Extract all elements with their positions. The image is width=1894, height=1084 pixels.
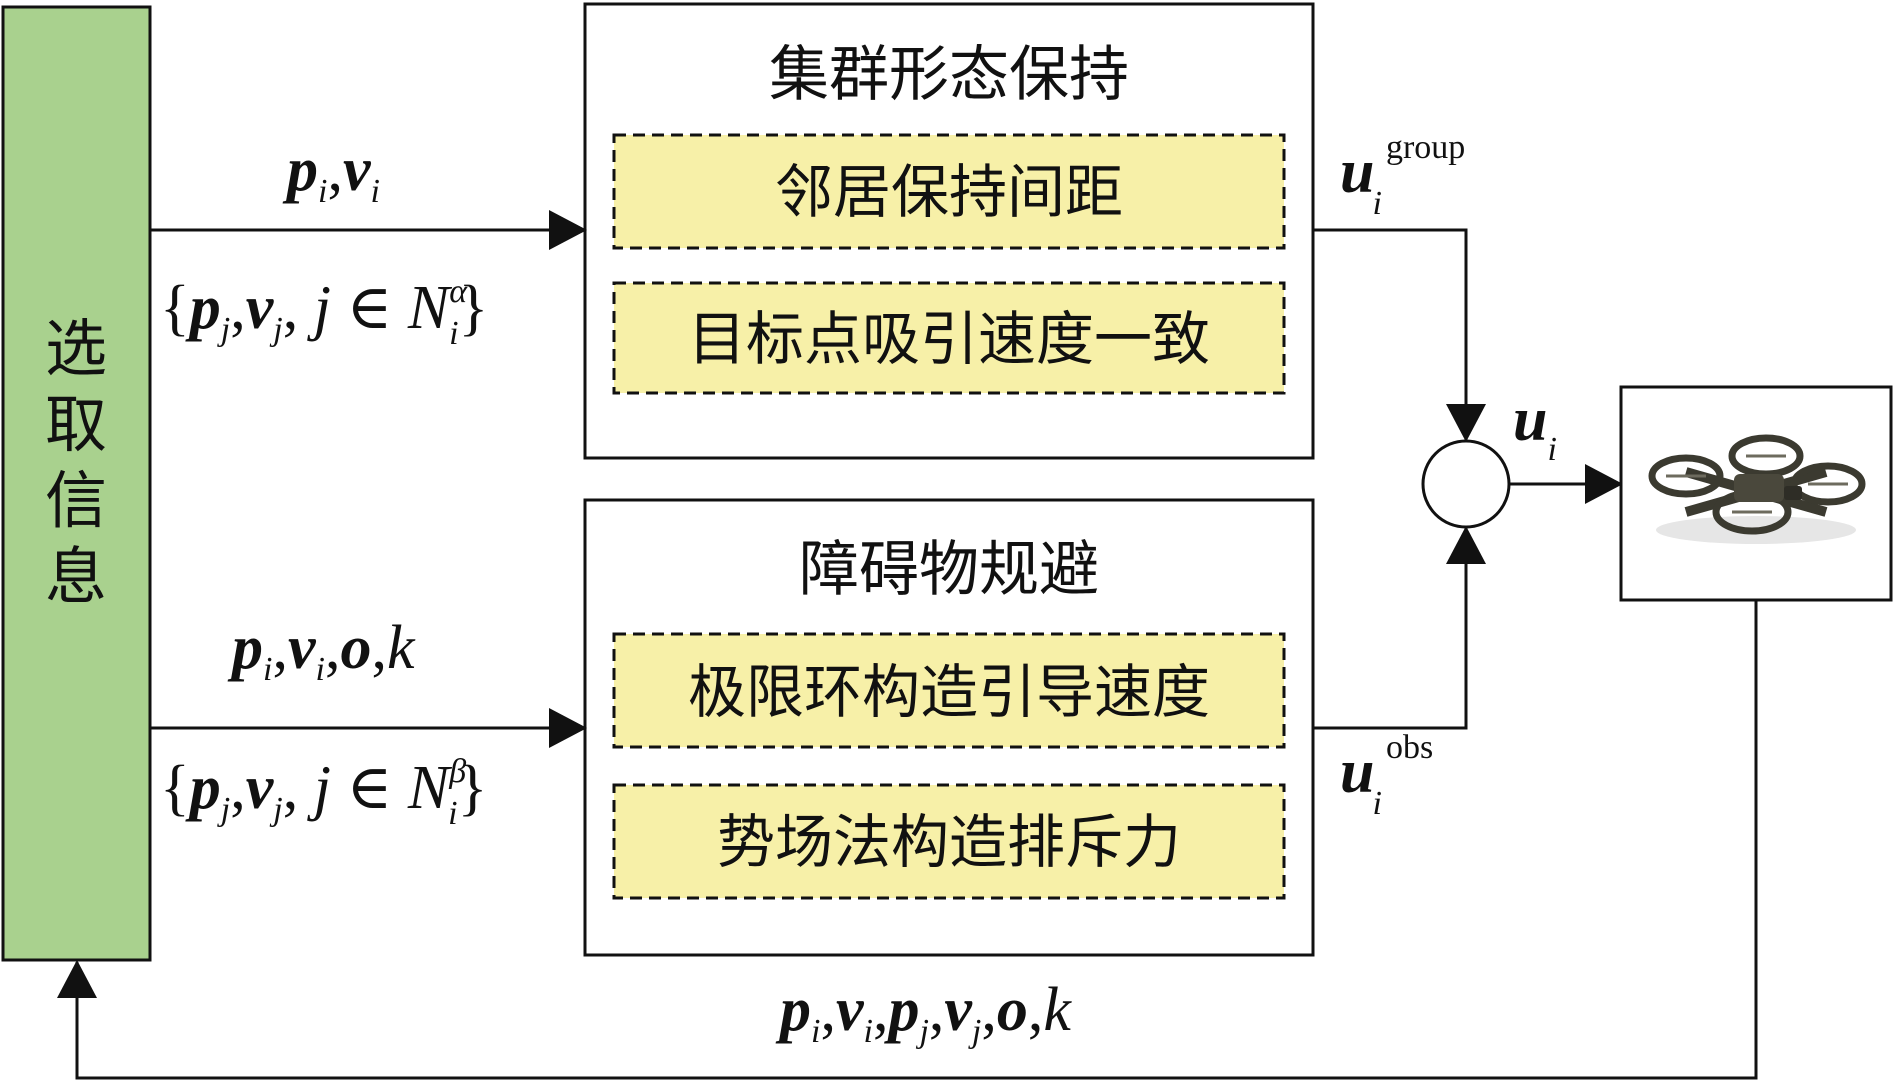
- obstacle-avoidance-title: 障碍物规避: [799, 535, 1099, 605]
- info-char-2: 取: [45, 388, 107, 461]
- obstacle-item-2-box: [612, 783, 1286, 900]
- bottom-main-signal-label: pi,vi,o,k: [227, 614, 416, 688]
- svg-text:uigroup: uigroup: [1340, 129, 1465, 222]
- svg-text:uiobs: uiobs: [1340, 729, 1433, 822]
- info-char-1: 选: [45, 312, 107, 385]
- svg-text:{pj,vj, j ∈ Nαi}: {pj,vj, j ∈ Nαi}: [160, 273, 488, 352]
- svg-text:{pj,vj, j ∈ Nβi}: {pj,vj, j ∈ Nβi}: [160, 753, 487, 832]
- obstacle-item-1-box: [612, 632, 1286, 749]
- quadrotor-drone-icon: [1648, 434, 1866, 544]
- info-char-4: 息: [45, 540, 107, 613]
- obstacle-output-wire: [1313, 526, 1486, 730]
- group-item-1-label: 邻居保持间距: [775, 158, 1123, 226]
- svg-text:ui: ui: [1513, 386, 1557, 468]
- feedback-wire: [57, 600, 1758, 1080]
- group-item-2-label: 目标点吸引速度一致: [688, 305, 1210, 373]
- svg-text:pi,vi: pi,vi: [282, 136, 380, 210]
- svg-text:pi,vi,pj,vj,o,k: pi,vi,pj,vj,o,k: [775, 976, 1072, 1050]
- u-output-label: ui: [1513, 386, 1557, 468]
- group-formation-title: 集群形态保持: [769, 40, 1129, 110]
- summing-junction: [1421, 439, 1511, 529]
- info-char-3: 信: [45, 464, 107, 537]
- u-group-label: uigroup: [1340, 129, 1465, 222]
- group-item-1-box: [612, 133, 1286, 250]
- group-item-2-box: [612, 281, 1286, 395]
- obstacle-item-2-label: 势场法构造排斥力: [717, 808, 1181, 876]
- obstacle-item-1-label: 极限环构造引导速度: [688, 658, 1210, 726]
- info-selection-label: 选 取 信 息: [45, 312, 107, 613]
- top-main-signal-label: pi,vi: [282, 136, 380, 210]
- u-obs-label: uiobs: [1340, 729, 1433, 822]
- group-output-wire: [1313, 228, 1486, 442]
- svg-text:pi,vi,o,k: pi,vi,o,k: [227, 614, 416, 688]
- info-selection-block: [1, 5, 152, 962]
- feedback-signal-label: pi,vi,pj,vj,o,k: [775, 976, 1072, 1050]
